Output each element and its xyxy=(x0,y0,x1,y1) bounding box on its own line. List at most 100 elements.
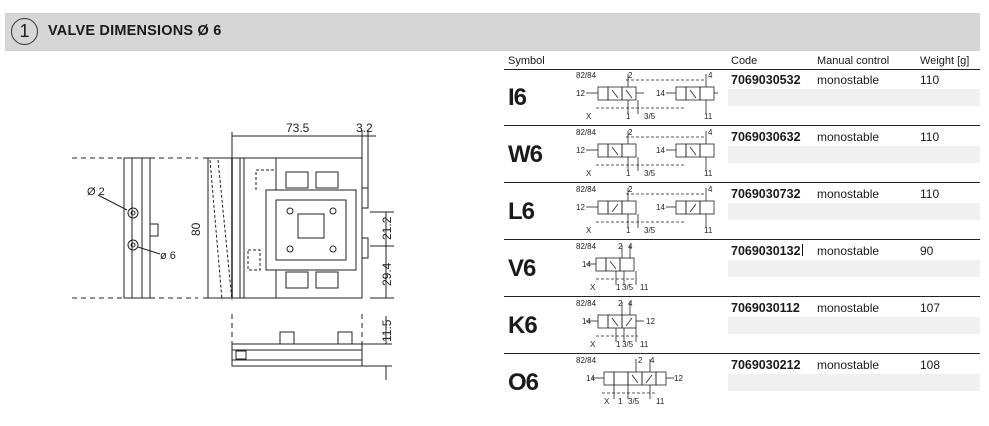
hole-port-label: ø 6 xyxy=(160,250,176,262)
svg-text:82/84: 82/84 xyxy=(576,299,597,308)
dim-29: 29.4 xyxy=(380,262,394,286)
dim-11: 11.5 xyxy=(380,319,394,342)
row-manual-control: monostable xyxy=(817,130,880,144)
svg-text:2: 2 xyxy=(628,71,633,80)
row-symbol: L6 xyxy=(508,198,535,225)
row-code: 7069030112 xyxy=(731,301,800,315)
row-symbol: K6 xyxy=(508,312,538,339)
svg-text:3/5: 3/5 xyxy=(644,226,656,235)
svg-text:82/84: 82/84 xyxy=(576,242,597,251)
svg-text:4: 4 xyxy=(708,71,713,80)
svg-text:11: 11 xyxy=(656,397,665,406)
svg-text:2: 2 xyxy=(628,128,633,137)
header-manual-control: Manual control xyxy=(817,55,890,67)
row-code: 7069030212 xyxy=(731,358,801,372)
section-number: 1 xyxy=(11,18,38,45)
valve-symbol-icon: 82/84 2 4 14 X 1 3/5 11 xyxy=(576,242,649,292)
svg-text:11: 11 xyxy=(640,283,649,292)
svg-text:82/84: 82/84 xyxy=(576,356,597,365)
svg-text:12: 12 xyxy=(576,146,585,155)
row-manual-control: monostable xyxy=(817,73,880,87)
svg-text:2: 2 xyxy=(628,185,633,194)
svg-text:3/5: 3/5 xyxy=(622,283,634,292)
row-code: 7069030632 xyxy=(731,130,801,144)
row-weight: 110 xyxy=(920,187,940,201)
dim-21: 21.2 xyxy=(380,216,394,240)
svg-text:82/84: 82/84 xyxy=(576,128,597,137)
svg-text:11: 11 xyxy=(704,226,713,235)
valve-symbol-icon: 82/84 2 4 14 12X 1 3/5 11 xyxy=(576,356,683,406)
svg-text:12: 12 xyxy=(646,317,655,326)
svg-text:82/84: 82/84 xyxy=(576,71,597,80)
svg-text:2: 2 xyxy=(638,356,643,365)
row-symbol: I6 xyxy=(508,84,527,111)
svg-text:14: 14 xyxy=(656,89,665,98)
row-manual-control: monostable xyxy=(817,358,880,372)
hole-small-label: Ø 2 xyxy=(87,186,105,198)
svg-text:2: 2 xyxy=(618,242,623,251)
svg-text:4: 4 xyxy=(650,356,655,365)
row-weight: 90 xyxy=(920,244,934,258)
dim-width: 73.5 xyxy=(286,121,310,135)
row-weight: 108 xyxy=(920,358,941,372)
svg-text:2: 2 xyxy=(618,299,623,308)
header-symbol: Symbol xyxy=(508,55,545,67)
svg-text:14: 14 xyxy=(656,203,665,212)
svg-text:12: 12 xyxy=(576,89,585,98)
svg-text:1: 1 xyxy=(626,169,631,178)
row-manual-control: monostable xyxy=(817,301,880,315)
row-weight: 110 xyxy=(920,73,940,87)
svg-text:11: 11 xyxy=(640,340,649,349)
section-header: 1 VALVE DIMENSIONS Ø 6 xyxy=(5,13,980,51)
row-code: 7069030132 xyxy=(731,244,803,258)
svg-text:4: 4 xyxy=(628,242,633,251)
svg-text:11: 11 xyxy=(704,112,713,121)
svg-text:82/84: 82/84 xyxy=(576,185,597,194)
svg-text:1: 1 xyxy=(616,283,621,292)
svg-text:14: 14 xyxy=(582,260,591,269)
valve-table: Symbol Code Manual control Weight [g] xyxy=(504,54,980,68)
svg-text:X: X xyxy=(590,340,596,349)
dim-offset: 3.2 xyxy=(356,121,373,135)
dim-height: 80 xyxy=(189,222,203,236)
row-code: 7069030732 xyxy=(731,187,801,201)
row-manual-control: monostable xyxy=(817,187,880,201)
svg-text:X: X xyxy=(590,283,596,292)
svg-text:X: X xyxy=(586,169,592,178)
header-code: Code xyxy=(731,55,758,67)
svg-text:12: 12 xyxy=(674,374,683,383)
svg-text:14: 14 xyxy=(586,374,595,383)
svg-text:1: 1 xyxy=(626,226,631,235)
svg-text:X: X xyxy=(586,112,592,121)
svg-text:3/5: 3/5 xyxy=(644,169,656,178)
svg-text:3/5: 3/5 xyxy=(628,397,640,406)
svg-text:X: X xyxy=(586,226,592,235)
row-symbol: W6 xyxy=(508,141,543,168)
svg-text:12: 12 xyxy=(576,203,585,212)
row-weight: 110 xyxy=(920,130,940,144)
svg-text:3/5: 3/5 xyxy=(622,340,634,349)
valve-symbol-icon: 82/84 2 4 12 14X 1 3/5 11 xyxy=(576,185,715,235)
row-symbol: O6 xyxy=(508,369,539,396)
svg-text:1: 1 xyxy=(616,340,621,349)
svg-text:1: 1 xyxy=(618,397,623,406)
row-symbol: V6 xyxy=(508,255,536,282)
row-manual-control: monostable xyxy=(817,244,880,258)
table-header: Symbol Code Manual control Weight [g] xyxy=(504,54,980,68)
svg-text:14: 14 xyxy=(582,317,591,326)
text-cursor xyxy=(801,244,803,256)
table-row: V6 82/84 2 4 14 X 1 3/5 11 7069030132 monost… xyxy=(504,241,980,297)
svg-text:4: 4 xyxy=(708,185,713,194)
header-weight: Weight [g] xyxy=(920,55,970,67)
svg-text:X: X xyxy=(604,397,610,406)
row-code: 7069030532 xyxy=(731,73,801,87)
svg-text:14: 14 xyxy=(656,146,665,155)
